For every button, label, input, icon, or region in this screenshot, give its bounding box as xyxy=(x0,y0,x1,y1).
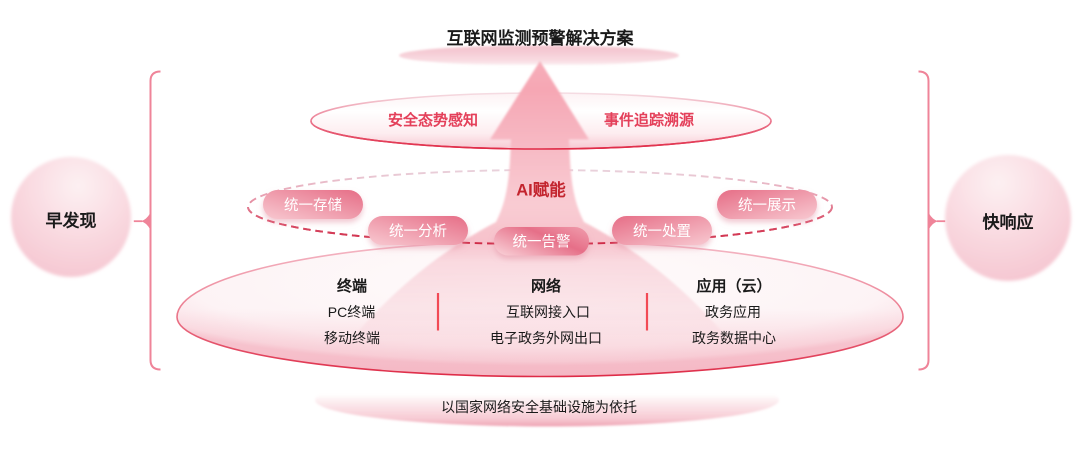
svg-text:终端: 终端 xyxy=(337,277,367,295)
svg-text:电子政务外网出口: 电子政务外网出口 xyxy=(490,330,602,346)
svg-text:统一告警: 统一告警 xyxy=(513,234,571,251)
svg-text:统一存储: 统一存储 xyxy=(284,197,342,214)
svg-text:政务应用: 政务应用 xyxy=(705,304,761,320)
svg-text:移动终端: 移动终端 xyxy=(324,330,380,346)
svg-text:AI赋能: AI赋能 xyxy=(516,180,566,200)
svg-text:快响应: 快响应 xyxy=(983,212,1034,232)
svg-text:统一展示: 统一展示 xyxy=(738,197,796,214)
svg-text:事件追踪溯源: 事件追踪溯源 xyxy=(604,111,694,129)
svg-text:统一分析: 统一分析 xyxy=(389,223,447,240)
svg-text:早发现: 早发现 xyxy=(46,211,97,231)
svg-text:互联网监测预警解决方案: 互联网监测预警解决方案 xyxy=(447,28,635,48)
svg-text:以国家网络安全基础设施为依托: 以国家网络安全基础设施为依托 xyxy=(441,399,637,415)
svg-text:PC终端: PC终端 xyxy=(328,304,375,320)
svg-text:安全态势感知: 安全态势感知 xyxy=(388,111,478,129)
svg-text:网络: 网络 xyxy=(531,277,561,295)
svg-text:应用（云）: 应用（云） xyxy=(696,277,771,295)
svg-text:互联网接入口: 互联网接入口 xyxy=(506,304,590,320)
svg-text:政务数据中心: 政务数据中心 xyxy=(692,330,776,346)
svg-text:统一处置: 统一处置 xyxy=(633,223,691,240)
